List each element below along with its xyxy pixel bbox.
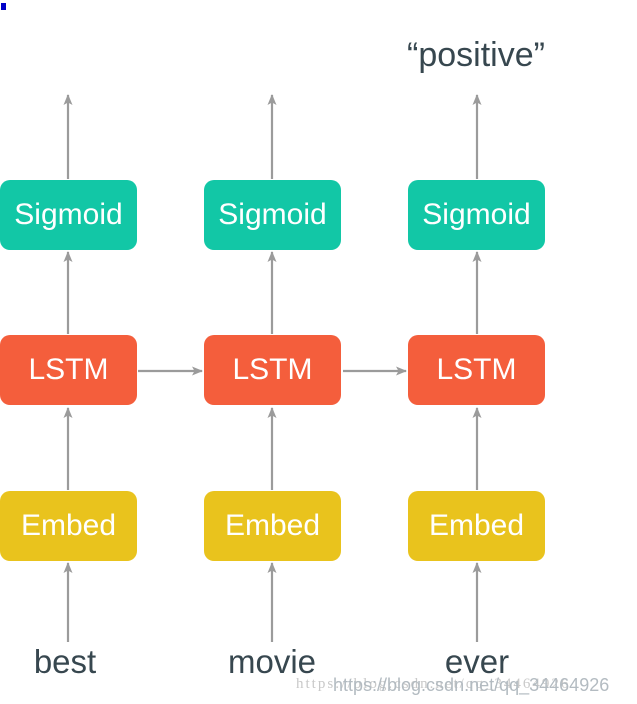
input-word-col1: best <box>33 643 97 680</box>
input-word-col3: ever <box>444 643 510 680</box>
sigmoid-box-col1: Sigmoid <box>0 180 137 250</box>
lstm-box-col3: LSTM <box>408 335 545 405</box>
output-prediction-label: “positive” <box>407 36 545 74</box>
lstm-box-col2: LSTM <box>204 335 341 405</box>
input-word-col2: movie <box>227 643 317 680</box>
watermark-url-sans: https://blog.csdn.net/qq_34464926 <box>333 675 610 695</box>
embed-box-col1: Embed <box>0 491 137 561</box>
sigmoid-box-col2: Sigmoid <box>204 180 341 250</box>
embed-box-col3: Embed <box>408 491 545 561</box>
artifact-blue-mark <box>1 3 6 10</box>
embed-box-col2: Embed <box>204 491 341 561</box>
lstm-box-col1: LSTM <box>0 335 137 405</box>
watermark-url-serif: https://blog.csdn.net/qq_34464926 <box>296 676 571 692</box>
sigmoid-box-col3: Sigmoid <box>408 180 545 250</box>
